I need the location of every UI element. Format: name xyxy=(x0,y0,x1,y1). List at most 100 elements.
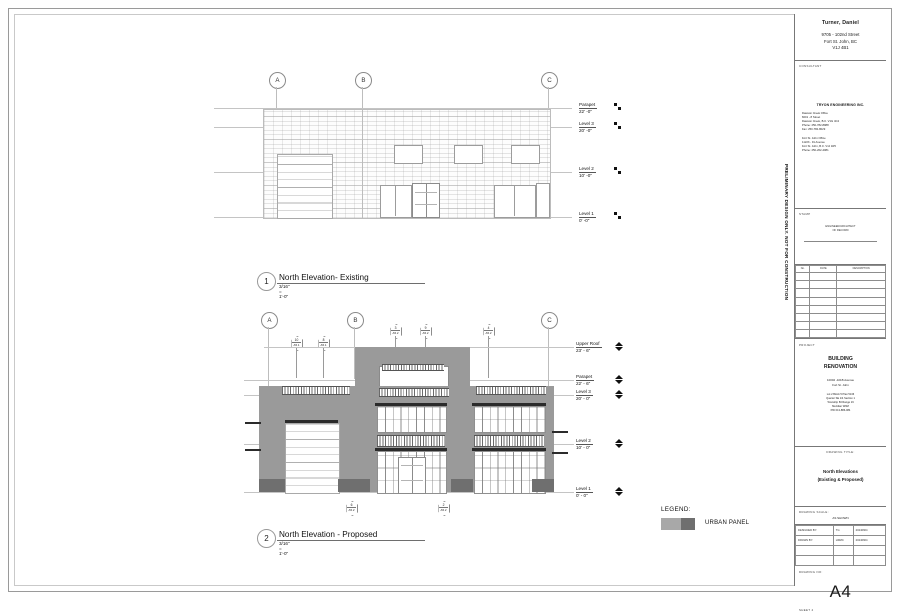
engineer-info: TRYON ENGINEERING INC. Dawson Creek Offi… xyxy=(795,103,886,157)
callout-sheet: A5.2 xyxy=(422,330,429,335)
grid-bubble-a-proposed[interactable]: A xyxy=(261,312,278,329)
engineer-office1-line1: Dawson Creek Office xyxy=(802,111,828,115)
project-legal-line-3: Township 83 Range 19 xyxy=(827,400,854,404)
callout-hex-icon xyxy=(483,324,496,339)
revision-row[interactable] xyxy=(794,329,886,339)
door-rail-top xyxy=(415,192,437,193)
stamp-text-line-1: ENGINEER/ARCHITECT xyxy=(825,224,856,228)
level-tag-1-existing: Level 1 0' -0" xyxy=(579,211,596,223)
proposed-base-accent-4 xyxy=(532,479,554,492)
designed-by-row: DESIGNED BY: TG 20240604 xyxy=(795,525,887,537)
existing-entry-double-door xyxy=(412,183,440,218)
level-name: Level 2 xyxy=(576,438,593,445)
callout-hex-icon xyxy=(420,324,433,339)
proposed-leader-hatch-left-2 xyxy=(245,449,261,452)
grid-bubble-a-existing[interactable]: A xyxy=(269,72,286,89)
owner-block: Turner, Daniel 9705 - 102nd Street Fort … xyxy=(795,14,886,61)
detail-callout-9-a52[interactable]: 9 A5.2 xyxy=(419,324,433,381)
revision-row[interactable] xyxy=(794,280,886,290)
sheet-number-block: DRAWING No: A4 Sheet 4 xyxy=(795,566,886,616)
revision-header-description: DESCRIPTION xyxy=(836,264,886,273)
engineer-office1-line5: Fax: 250-782-8029 xyxy=(802,128,826,132)
title-block: PRELIMINARY DESIGN ONLY. NOT FOR CONSTRU… xyxy=(784,14,887,612)
detail-callout-3-a52[interactable]: 3 A5.2 xyxy=(389,324,403,354)
drawn-by-row: DRAWN BY: HDMC 20240604 xyxy=(795,535,887,547)
proposed-level3-glazing-center xyxy=(377,406,447,433)
revision-row[interactable] xyxy=(794,288,886,298)
proposed-leader-hatch-right-1 xyxy=(552,431,568,434)
drawing-title-block: DRAWING TITLE: North Elevations (Existin… xyxy=(795,447,886,508)
level-elevation: 22' -0" xyxy=(579,108,592,114)
legend-swatch-light xyxy=(661,518,681,530)
view-number: 2 xyxy=(264,534,269,543)
callout-divider xyxy=(292,342,301,344)
level-symbol-2-existing xyxy=(614,167,621,174)
callout-divider xyxy=(391,330,400,332)
grid-bubble-b-proposed[interactable]: B xyxy=(347,312,364,329)
designed-by-label: DESIGNED BY: xyxy=(795,525,834,537)
callout-sheet: A5.1 xyxy=(293,342,300,347)
level-name: Level 1 xyxy=(579,211,596,218)
level-symbol-2-proposed xyxy=(615,439,624,448)
revision-row[interactable] xyxy=(794,296,886,306)
door-rail-top xyxy=(401,465,423,466)
engineer-name: TRYON ENGINEERING INC. xyxy=(816,102,865,107)
proposed-tower-louvre xyxy=(382,364,444,371)
existing-upper-window-3 xyxy=(511,145,540,164)
revision-row[interactable] xyxy=(794,321,886,331)
view-title-text: North Elevation - Proposed xyxy=(279,530,378,539)
grid-bubble-c-existing[interactable]: C xyxy=(541,72,558,89)
credits-blank-row xyxy=(795,545,887,557)
level-tag-2-proposed: Level 2 10' - 0" xyxy=(576,438,593,450)
level-line-parapet-existing xyxy=(214,108,572,109)
revision-row[interactable] xyxy=(794,304,886,314)
door-center-mullion xyxy=(412,458,413,493)
grid-bubble-c-proposed[interactable]: C xyxy=(541,312,558,329)
revision-header-row: No. DATE DESCRIPTION xyxy=(794,264,886,273)
callout-number: 9 xyxy=(424,325,427,330)
sheet-footer: Sheet 4 xyxy=(799,608,814,613)
callout-number: 4 xyxy=(487,325,490,330)
callout-number: 2 xyxy=(442,502,445,507)
level-elevation: 22' - 6" xyxy=(576,380,591,386)
project-title: BUILDING RENOVATION xyxy=(799,356,882,371)
engineer-office-2: Fort St. John Office 11223 - 91 Avenue F… xyxy=(799,137,882,154)
grid-line-b-proposed xyxy=(354,327,355,379)
callout-divider xyxy=(439,507,448,509)
revision-row[interactable] xyxy=(794,271,886,282)
engineer-office-1: Dawson Creek Office 8201 - 8 Street Daws… xyxy=(799,112,882,133)
view-number-bubble: 2 xyxy=(257,529,276,548)
grid-bubble-b-existing[interactable]: B xyxy=(355,72,372,89)
project-address-line-1: 10002 -101B Avenue xyxy=(827,378,854,383)
project-label: PROJECT xyxy=(799,343,815,348)
owner-address-line-2: Fort St. John, BC xyxy=(824,38,857,44)
grid-bubble-label: A xyxy=(267,317,272,324)
stamp-text: ENGINEER/ARCHITECT OF RECORD xyxy=(795,225,886,233)
level-symbol-parapet-existing xyxy=(614,103,621,110)
existing-storefront-window-right xyxy=(494,185,536,218)
level-symbol-3-existing xyxy=(614,122,621,129)
callout-number: 8 xyxy=(322,337,325,342)
project-legal-description: Lot 2 Block 5 Plan 5136 Quarter SE 1/4 S… xyxy=(799,393,882,412)
drawing-sheet: A B C xyxy=(8,8,892,613)
detail-callout-4-a52[interactable]: 4 A5.2 xyxy=(482,324,496,378)
revision-row[interactable] xyxy=(794,312,886,323)
detail-callout-2-a52[interactable]: 2 A5.2 xyxy=(437,501,451,516)
level-tag-3-proposed: Level 3 20' - 0" xyxy=(576,389,593,401)
callout-sheet: A5.2 xyxy=(485,330,492,335)
proposed-base-accent-3 xyxy=(451,479,473,492)
view-title-text: North Elevation- Existing xyxy=(279,273,369,282)
level-name: Level 2 xyxy=(579,166,596,173)
consultant-label: CONSULTANT xyxy=(799,63,822,68)
project-title-line-2: RENOVATION xyxy=(823,363,858,370)
project-block: PROJECT BUILDING RENOVATION 10002 -101B … xyxy=(795,339,886,448)
revision-header-no: No. xyxy=(794,264,811,273)
level-symbol-1-proposed xyxy=(615,487,624,496)
view-scale-text: 3/16" = 1'-0" xyxy=(279,541,290,556)
existing-storefront-mullion-right xyxy=(514,185,515,216)
sheet-border xyxy=(8,8,892,592)
engineer-office2-line1: Fort St. John Office xyxy=(802,136,826,140)
detail-callout-6-a52[interactable]: 6 A5.2 xyxy=(345,501,359,516)
view-number: 1 xyxy=(264,277,269,286)
engineer-office2-line2: 11223 - 91 Avenue xyxy=(802,140,825,144)
